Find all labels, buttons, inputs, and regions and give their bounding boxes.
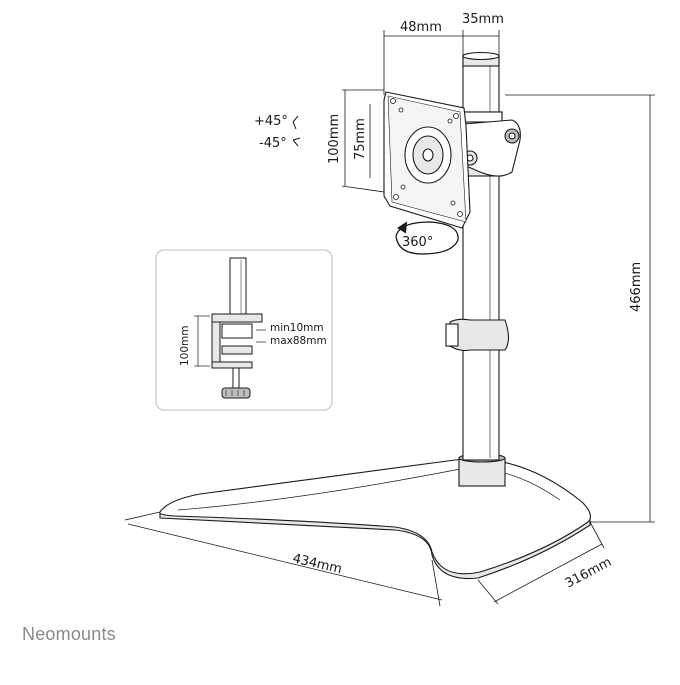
dimension-lines — [124, 30, 655, 607]
inset-label-min: min10mm — [270, 322, 324, 334]
inset-screw — [232, 367, 240, 391]
vesa-hole — [447, 118, 453, 124]
head-collar-rim — [459, 111, 503, 123]
tilt-down-arrow-icon — [292, 137, 301, 147]
inset-clamp-jaw — [221, 345, 253, 355]
inset-dimension-lines — [194, 315, 266, 367]
vesa-hole — [398, 107, 404, 113]
cable-clip-tab — [445, 323, 459, 347]
dim-label-434: 434mm — [291, 551, 343, 577]
vesa-center-hole — [422, 148, 434, 162]
vesa-hole — [453, 113, 459, 119]
cable-clip — [449, 318, 510, 352]
vesa-hole — [450, 200, 456, 206]
mount-head — [459, 111, 521, 177]
tilt-indicator: +45° -45° — [254, 114, 301, 151]
inset-clamp-bottom — [211, 361, 253, 369]
dim-label-35: 35mm — [462, 12, 504, 27]
inset-pole — [229, 257, 247, 317]
vesa-hole — [390, 98, 396, 104]
clamp-inset: 100mm min10mm max88mm — [155, 249, 333, 411]
base — [159, 458, 591, 580]
dim-label-48: 48mm — [400, 20, 442, 35]
dim-depth-left-ext — [477, 579, 499, 605]
pole-base-collar — [458, 457, 506, 487]
dim-depth-right-ext — [589, 521, 605, 549]
vesa-holes — [390, 98, 463, 217]
tilt-arm — [463, 119, 521, 177]
vesa-plate — [383, 91, 471, 229]
inset-clamp-top — [211, 313, 263, 323]
tilt-knob-center — [508, 132, 516, 140]
dim-label-466: 466mm — [629, 262, 644, 312]
inset-knob — [221, 387, 251, 399]
dim-width-line — [127, 523, 443, 601]
tilt-down-label: -45° — [259, 136, 287, 151]
vesa-hole — [400, 184, 406, 190]
pole-cap-top — [462, 51, 500, 61]
rotation-label: 360° — [402, 235, 433, 250]
inset-desk-block — [221, 323, 253, 339]
dim-width-right-ext — [431, 559, 441, 607]
rotation-arrow-icon — [397, 221, 408, 234]
inset-clamp-spine — [211, 321, 221, 369]
base-edge — [177, 468, 561, 511]
dim-label-75: 75mm — [353, 118, 368, 160]
dim-vesa-bottom-ext — [341, 185, 385, 193]
rotation-icon: 360° — [395, 221, 459, 255]
inset-label-100: 100mm — [179, 326, 191, 367]
tilt-up-label: +45° — [254, 114, 288, 129]
dim-width-left-ext — [124, 511, 161, 521]
vesa-hole — [457, 211, 463, 217]
dim-label-316: 316mm — [563, 555, 614, 592]
tilt-up-arrow-icon — [292, 115, 299, 130]
dim-depth-line — [493, 543, 603, 603]
rotation-arc — [395, 221, 459, 255]
inset-label-max: max88mm — [270, 335, 327, 347]
brand-logo: Neomounts — [22, 624, 116, 644]
vesa-hole — [393, 194, 399, 200]
dim-label-100: 100mm — [327, 114, 342, 164]
